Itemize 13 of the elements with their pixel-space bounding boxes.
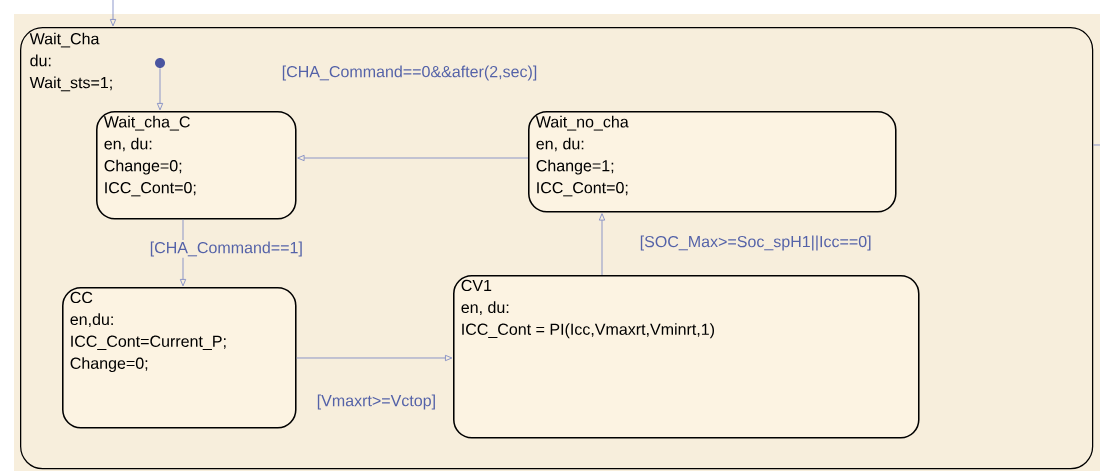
transition-arrow xyxy=(598,213,606,276)
transition-arrow xyxy=(297,154,529,162)
edge-label: [SOC_Max>=Soc_spH1||Icc==0] xyxy=(640,235,871,251)
edge-label: [CHA_Command==1] xyxy=(150,241,302,257)
transition-arrow xyxy=(109,0,117,27)
state-box: CV1 en, du: ICC_Cont = PI(Icc,Vmaxrt,Vminrt,1) xyxy=(453,275,920,439)
edge-label: [CHA_Command==0&&after(2,sec)] xyxy=(282,65,537,81)
state-box: Wait_no_cha en, du: Change=1; ICC_Cont=0; xyxy=(528,111,897,213)
transition-arrow xyxy=(156,67,164,111)
transition-arrow xyxy=(296,354,453,362)
state-box: Wait_cha_C en, du: Change=0; ICC_Cont=0; xyxy=(96,111,297,220)
edge-label: [Vmaxrt>=Vctop] xyxy=(317,394,435,410)
state-box: CC en,du: ICC_Cont=Current_P; Change=0; xyxy=(62,287,297,429)
